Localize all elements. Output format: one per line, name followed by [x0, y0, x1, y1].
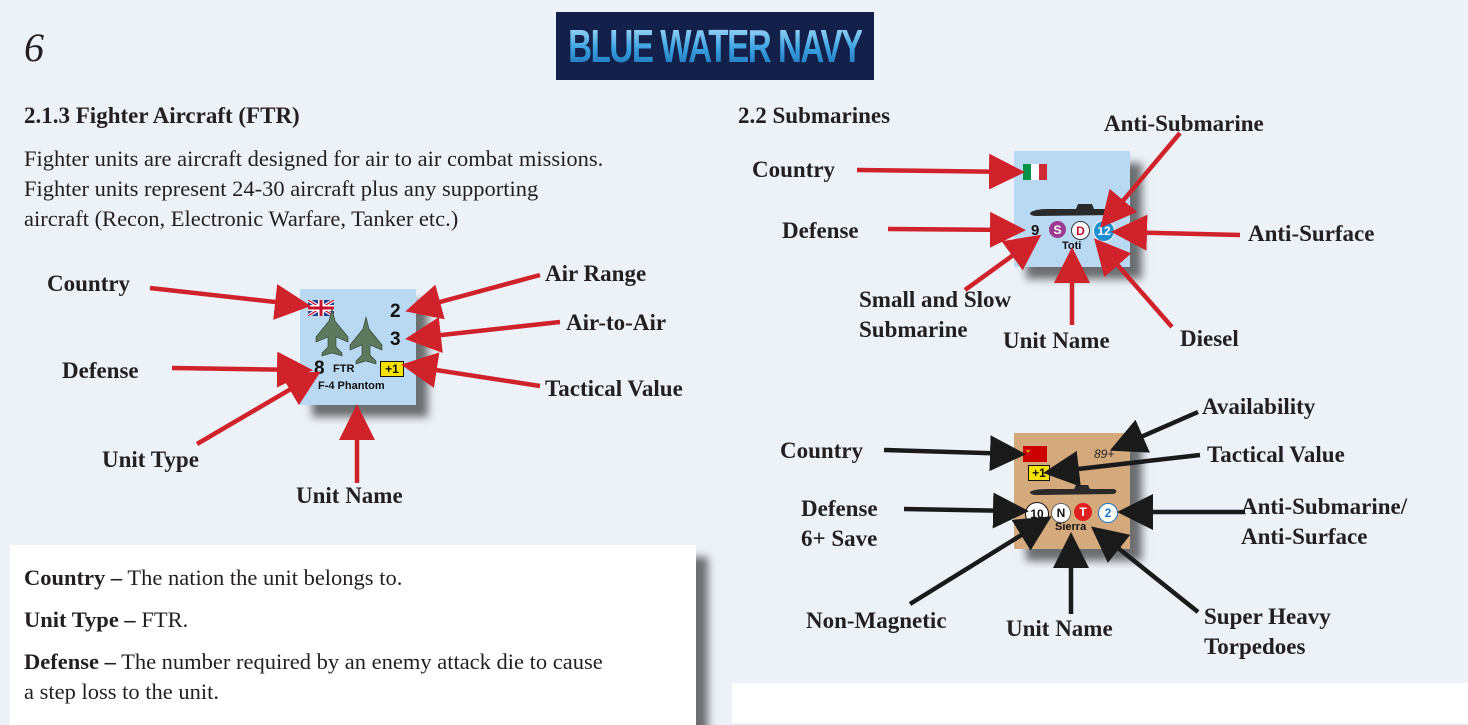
callout-arrows: [0, 0, 1468, 716]
